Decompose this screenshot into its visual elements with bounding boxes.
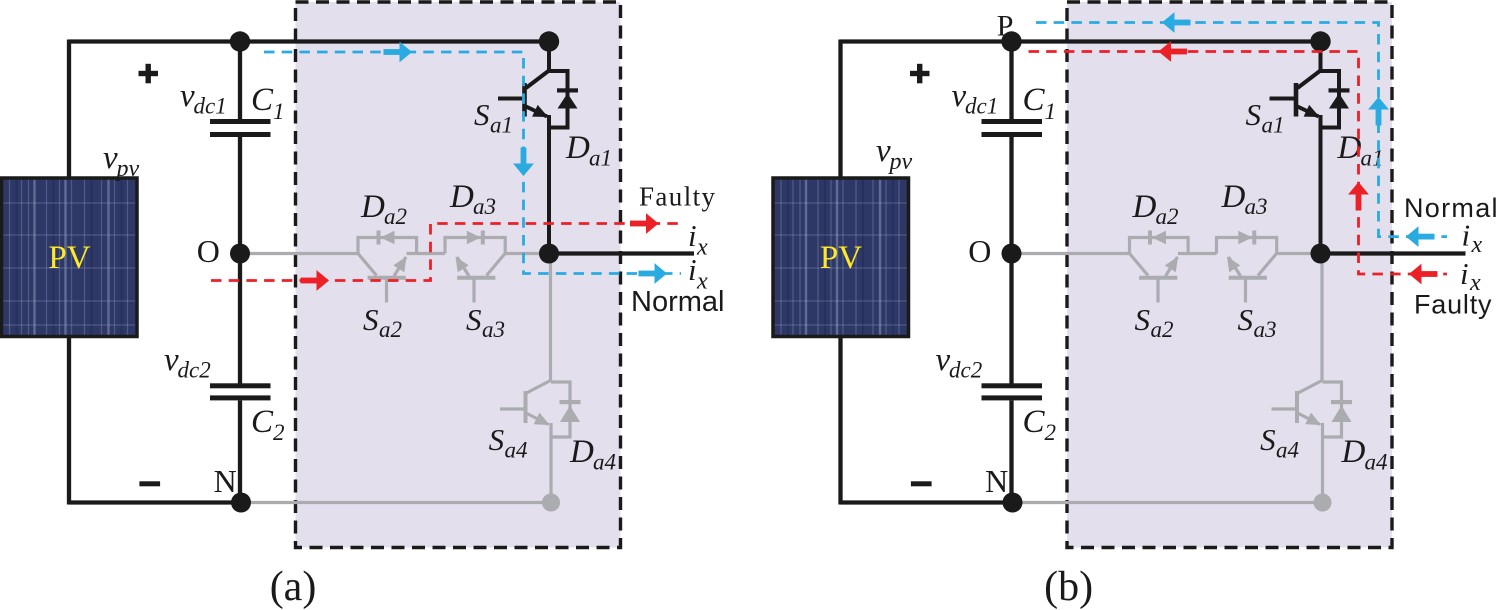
svg-text:x: x bbox=[1469, 270, 1481, 296]
svg-text:x: x bbox=[696, 235, 708, 261]
svg-text:pv: pv bbox=[888, 149, 913, 175]
svg-text:Faulty: Faulty bbox=[639, 182, 716, 212]
svg-text:P: P bbox=[997, 10, 1014, 43]
svg-text:i: i bbox=[688, 218, 697, 253]
svg-text:Normal: Normal bbox=[1404, 193, 1499, 223]
svg-text:x: x bbox=[1471, 232, 1483, 258]
svg-text:i: i bbox=[1462, 218, 1471, 253]
svg-text:v: v bbox=[103, 140, 118, 176]
svg-text:(a): (a) bbox=[270, 564, 317, 610]
svg-text:x: x bbox=[696, 269, 708, 295]
svg-text:(b): (b) bbox=[1044, 564, 1093, 610]
svg-text:v: v bbox=[876, 133, 891, 169]
svg-text:i: i bbox=[688, 252, 697, 287]
svg-text:Normal: Normal bbox=[631, 286, 724, 318]
svg-text:Faulty: Faulty bbox=[1414, 290, 1492, 320]
svg-text:pv: pv bbox=[115, 156, 140, 182]
svg-text:i: i bbox=[1460, 256, 1469, 291]
